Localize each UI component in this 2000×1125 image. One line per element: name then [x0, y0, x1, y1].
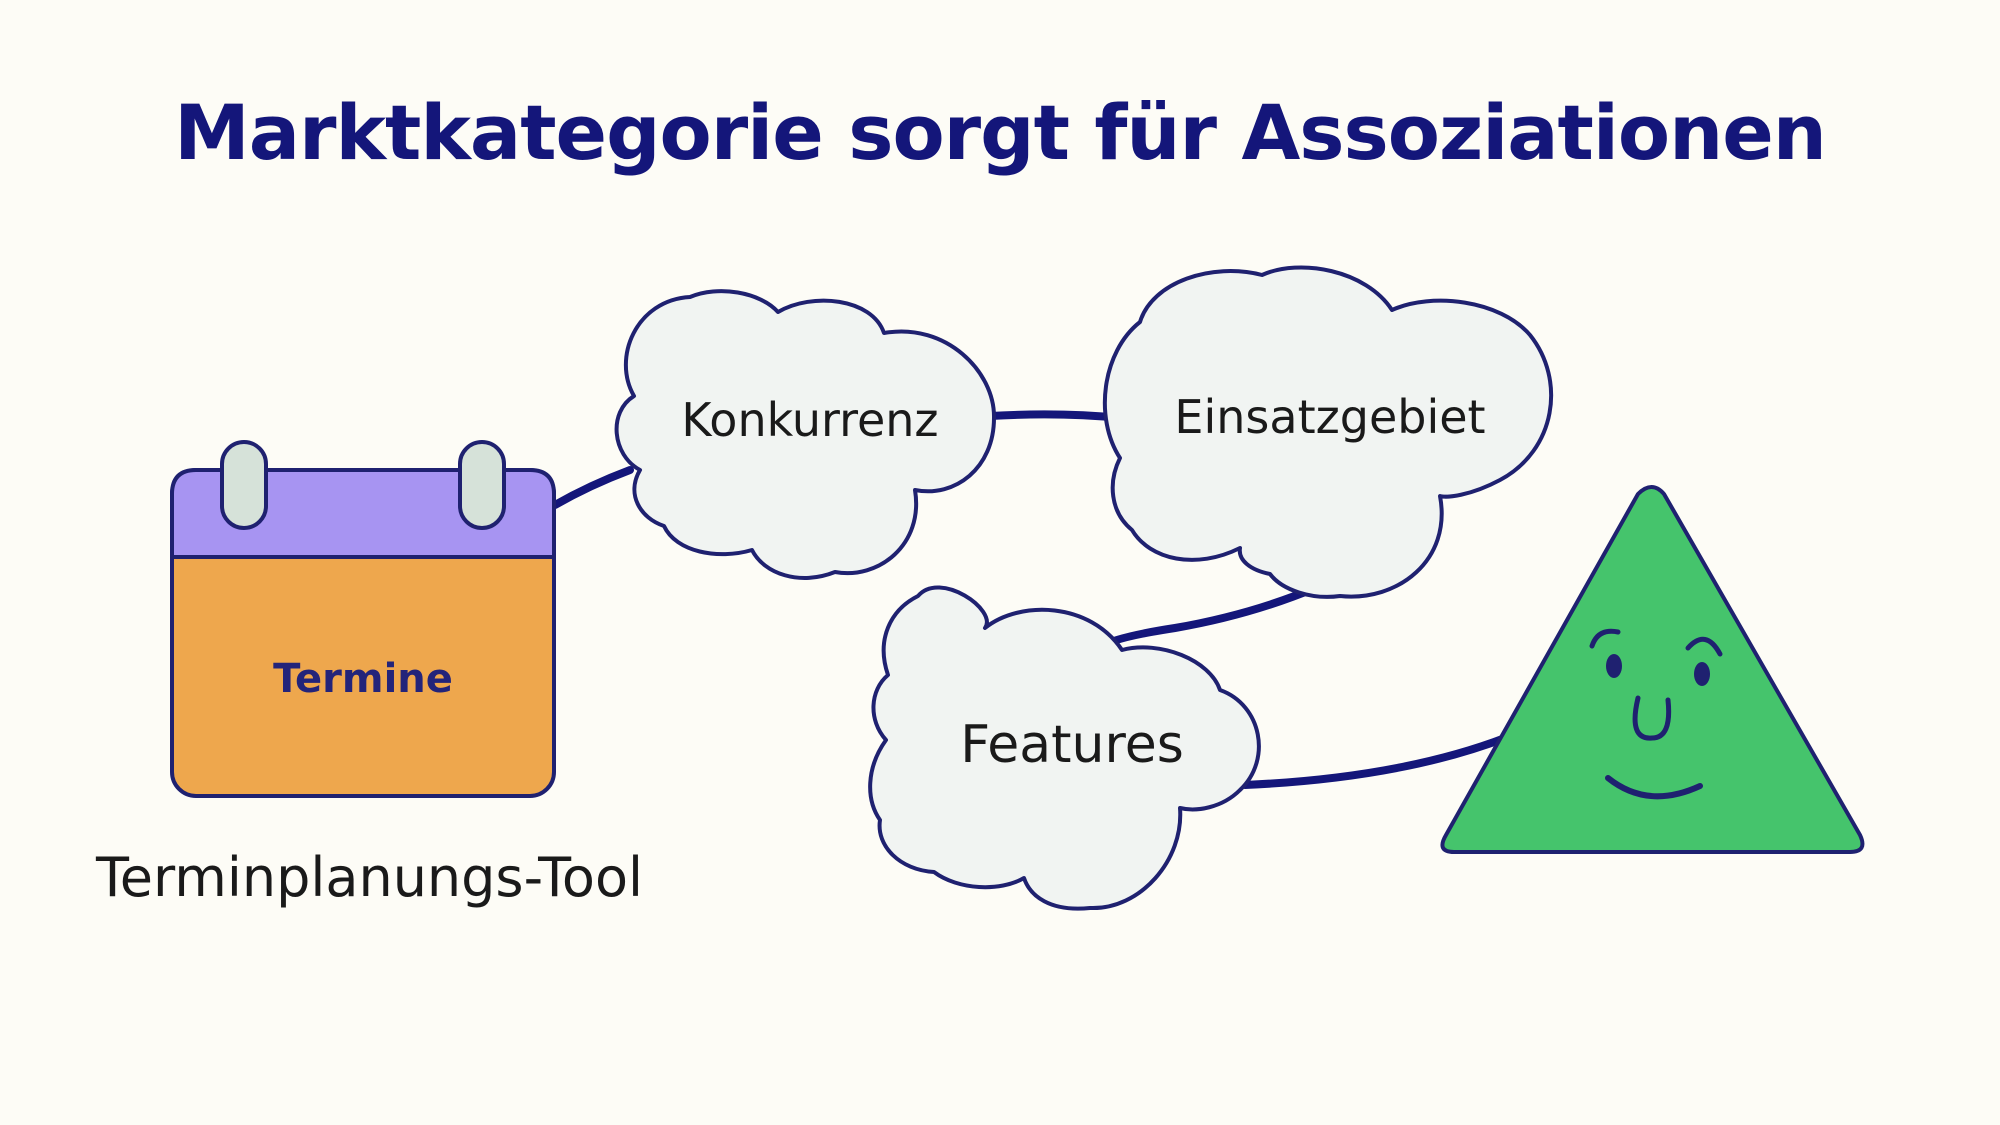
- calendar-ring-right: [458, 440, 506, 530]
- nose: [1632, 695, 1672, 741]
- cloud-label-konkurrenz: Konkurrenz: [681, 393, 938, 447]
- eye-right: [1694, 662, 1710, 686]
- calendar-caption: Terminplanungs-Tool: [95, 846, 643, 909]
- eyebrow-right: [1685, 636, 1723, 657]
- calendar-label: Termine: [273, 656, 453, 702]
- cloud-label-einsatzgebiet: Einsatzgebiet: [1174, 390, 1485, 444]
- page-title: Marktkategorie sorgt für Assoziationen: [174, 88, 1827, 177]
- connector-calendar-konkurrenz: [551, 466, 634, 509]
- eye-left: [1606, 654, 1622, 678]
- cloud-einsatzgebiet: Einsatzgebiet: [1102, 265, 1553, 599]
- connector-konkurrenz-einsatzgebiet: [986, 410, 1124, 422]
- smile: [1605, 775, 1703, 800]
- cloud-konkurrenz: Konkurrenz: [614, 289, 997, 580]
- connector-features-triangle: [1241, 734, 1509, 789]
- eyebrow-left: [1589, 628, 1621, 649]
- connector-einsatzgebiet-features: [1096, 584, 1319, 652]
- smiling-triangle-icon: [1440, 485, 1865, 854]
- cloud-features: Features: [868, 585, 1261, 911]
- calendar-ring-left: [220, 440, 268, 530]
- cloud-label-features: Features: [960, 715, 1184, 775]
- calendar-icon: Termine: [170, 440, 556, 798]
